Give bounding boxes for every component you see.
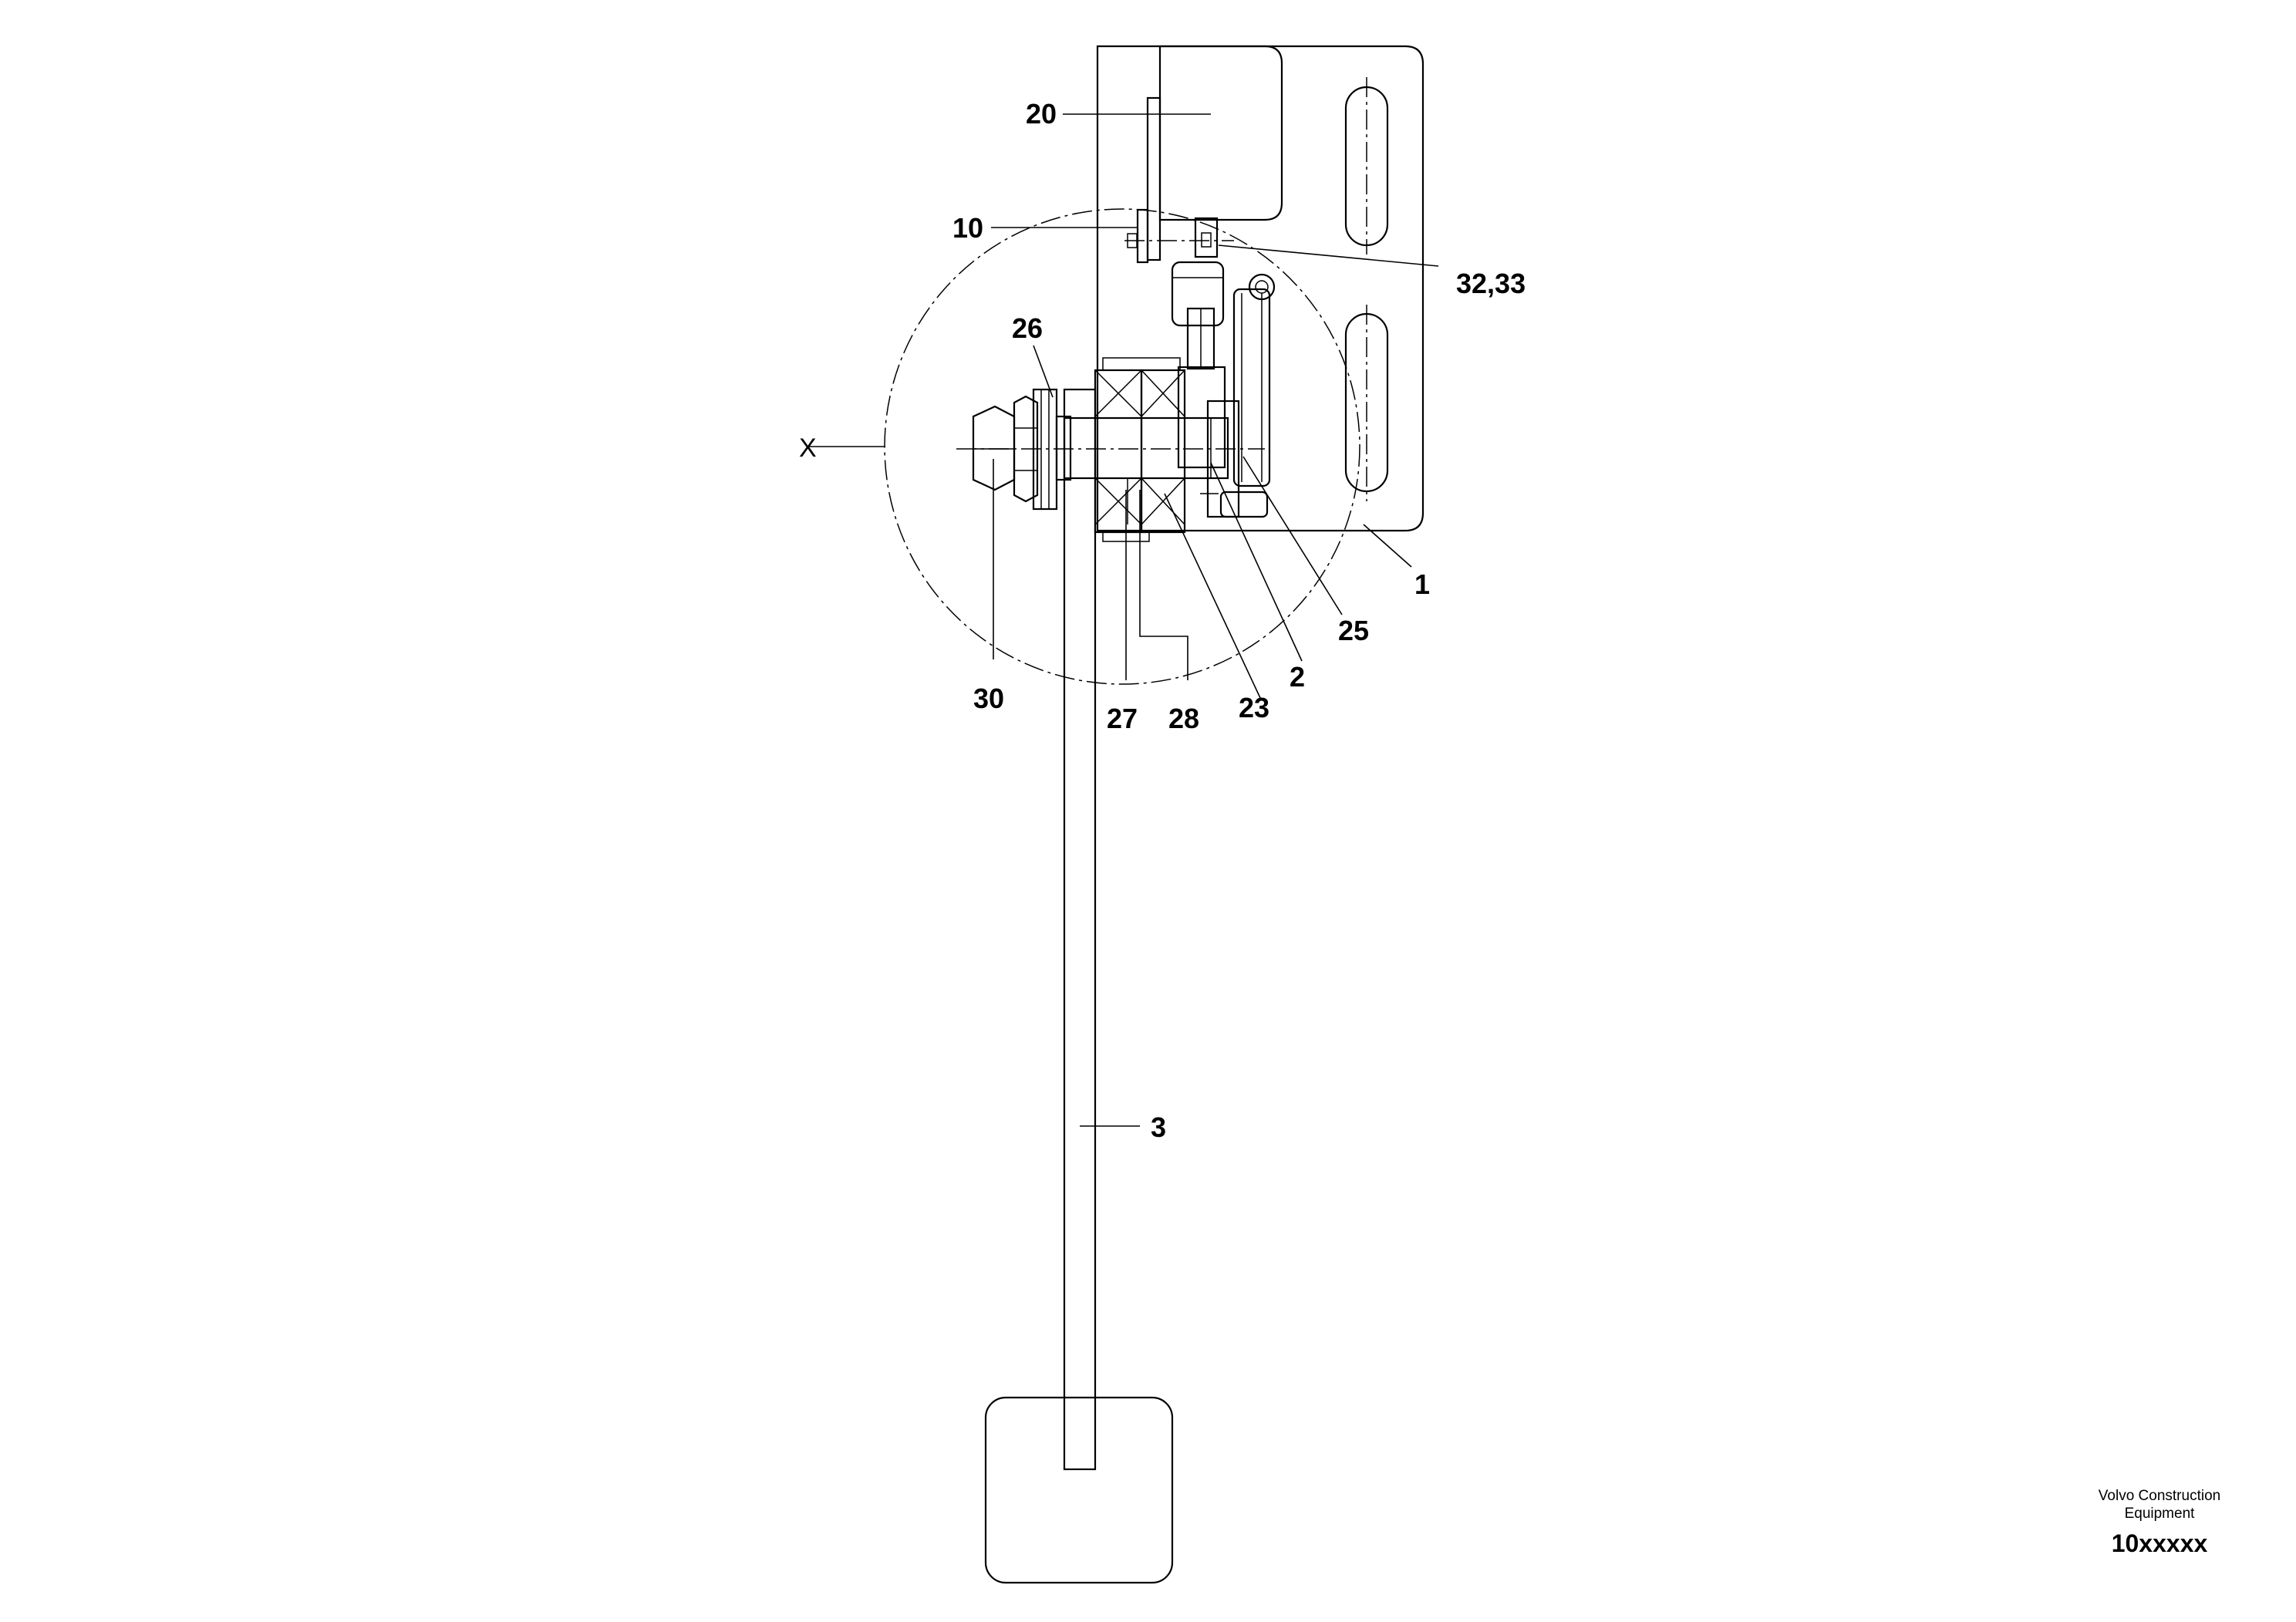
bearing-left [1094, 369, 1143, 534]
sensor-housing [1158, 45, 1283, 221]
callout-26: 26 [1012, 312, 1043, 344]
footer-company-line1: Volvo Construction [2099, 1488, 2220, 1504]
callout-3: 3 [1151, 1111, 1166, 1143]
callout-10: 10 [952, 212, 983, 244]
return-spring [1232, 288, 1271, 487]
pivot-shaft [1063, 416, 1229, 480]
footer-drawing-code: 10xxxxx [2112, 1529, 2208, 1557]
callout-28: 28 [1168, 703, 1199, 734]
callout-1: 1 [1414, 568, 1430, 600]
lock-nut-inner [1013, 395, 1039, 503]
pedal-arm [1063, 388, 1097, 1471]
mounting-bracket [1096, 45, 1424, 532]
callout-2: 2 [1290, 661, 1305, 693]
callout-23: 23 [1239, 692, 1269, 723]
section-mark-x: X [799, 433, 817, 463]
callout-32-33: 32,33 [1456, 268, 1526, 299]
callout-27: 27 [1107, 703, 1138, 734]
footer-company-line2: Equipment [2125, 1506, 2196, 1522]
callout-30: 30 [973, 683, 1004, 714]
pedal-pad [984, 1396, 1174, 1584]
detail-circle [884, 208, 1360, 685]
callout-20: 20 [1026, 98, 1057, 130]
sensor-mount-plate [1146, 96, 1161, 261]
callout-25: 25 [1338, 615, 1369, 646]
